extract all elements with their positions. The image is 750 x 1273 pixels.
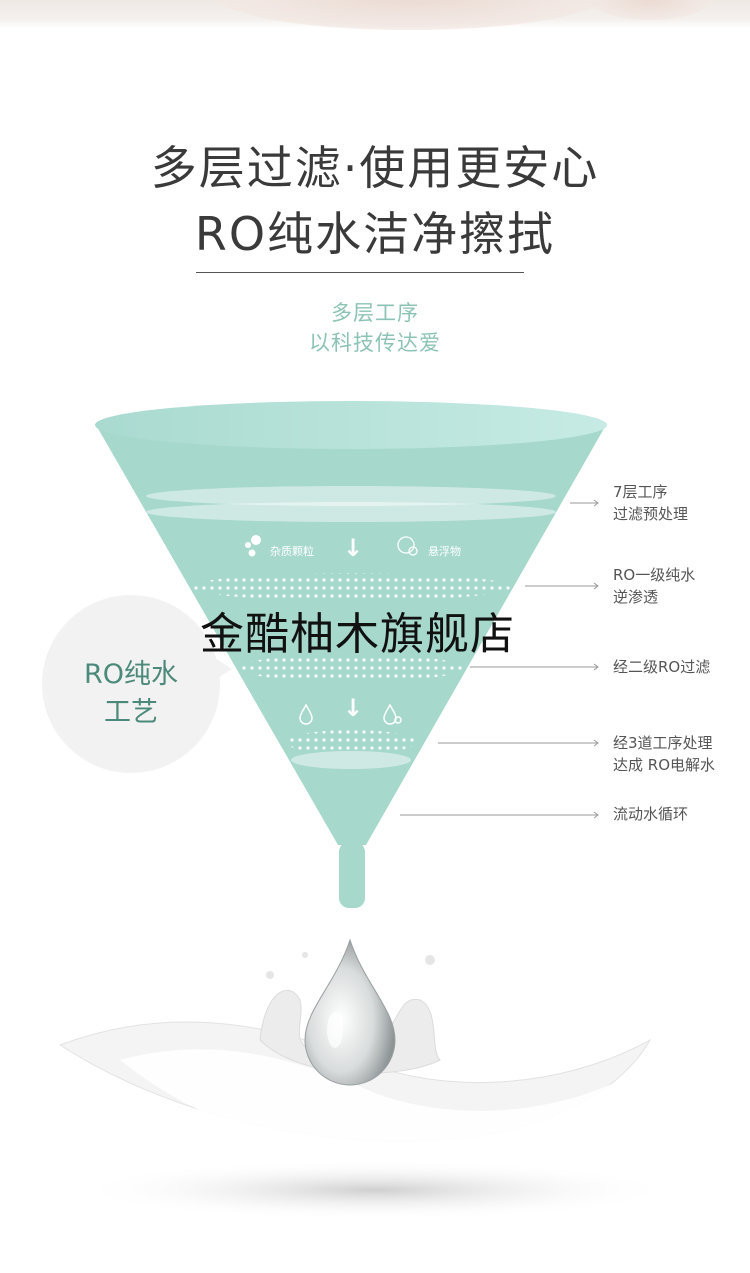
subtitle-line2: 以科技传达爱 bbox=[309, 331, 441, 355]
filter-layer-4-dotted bbox=[239, 654, 463, 682]
milk-splash-icon bbox=[58, 938, 675, 1220]
process-label-3-line1: 经二级RO过滤 bbox=[613, 658, 711, 676]
funnel-spout bbox=[339, 842, 365, 908]
bubble-text-line1: RO纯水 bbox=[83, 659, 178, 690]
leader-lines bbox=[400, 499, 599, 819]
particles-icon bbox=[245, 535, 261, 557]
process-label-5: 流动水循环 bbox=[613, 803, 688, 825]
top-photo-strip bbox=[0, 0, 750, 30]
impurities-label: 杂质颗粒 bbox=[270, 545, 314, 558]
process-label-2-line2: 逆渗透 bbox=[613, 588, 659, 606]
down-arrow-icon-2: ↓ bbox=[343, 694, 364, 722]
down-arrow-icon: ↓ bbox=[343, 534, 364, 562]
headline-line2: RO纯水洁净擦拭 bbox=[194, 207, 556, 261]
process-label-1-line1: 7层工序 bbox=[613, 483, 668, 501]
bubble-pointer bbox=[210, 655, 232, 683]
filter-layer-6 bbox=[291, 751, 411, 769]
process-label-4-line1: 经3道工序处理 bbox=[613, 734, 713, 752]
store-watermark: 金酷柚木旗舰店 bbox=[200, 609, 515, 660]
suspended-label: 悬浮物 bbox=[428, 545, 461, 558]
baby-hand-edge bbox=[590, 0, 710, 20]
filter-layer-5-dotted bbox=[285, 730, 417, 754]
ro-process-bubble bbox=[42, 595, 220, 773]
process-label-2: RO一级纯水 逆渗透 bbox=[613, 564, 695, 608]
filter-layer-3-dotted bbox=[191, 573, 511, 601]
funnel-rim bbox=[95, 401, 607, 449]
bubble-icon bbox=[397, 536, 418, 556]
process-label-4: 经3道工序处理 达成 RO电解水 bbox=[613, 732, 715, 776]
headline-line1: 多层过滤·使用更安心 bbox=[150, 141, 600, 195]
filter-layer-1 bbox=[146, 486, 556, 506]
process-label-1-line2: 过滤预处理 bbox=[613, 505, 689, 523]
process-label-5-line1: 流动水循环 bbox=[613, 805, 689, 823]
bubble-text-line2: 工艺 bbox=[104, 697, 158, 728]
process-label-4-line2: 达成 RO电解水 bbox=[613, 756, 715, 774]
process-label-1: 7层工序 过滤预处理 bbox=[613, 481, 688, 525]
headline-divider bbox=[196, 272, 524, 273]
subtitle-line1: 多层工序 bbox=[331, 301, 419, 325]
water-drop-large bbox=[304, 938, 396, 1086]
funnel-cone bbox=[96, 425, 606, 845]
water-drop-icon bbox=[299, 703, 402, 725]
filter-layer-2 bbox=[146, 502, 556, 522]
process-label-3: 经二级RO过滤 bbox=[613, 656, 710, 678]
process-label-2-line1: RO一级纯水 bbox=[613, 566, 696, 584]
